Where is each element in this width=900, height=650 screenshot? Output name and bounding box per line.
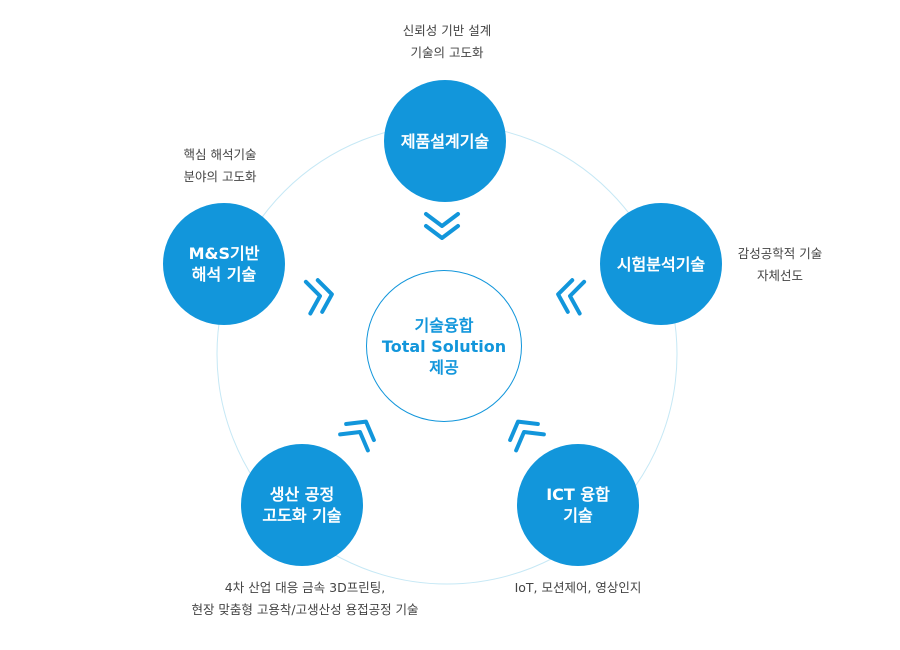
production-process-description: 4차 산업 대응 금속 3D프린팅, 현장 맞춤형 고용착/고생산성 용접공정 … — [150, 577, 460, 621]
node-label: 생산 공정 — [269, 485, 335, 504]
node-production-process: 생산 공정 고도화 기술 — [241, 444, 363, 566]
node-label: 시험분석기술 — [616, 254, 706, 274]
desc-line: 자체선도 — [756, 268, 803, 283]
node-label: 고도화 기술 — [262, 506, 342, 525]
desc-line: IoT, 모션제어, 영상인지 — [514, 580, 642, 595]
arrow-from-bottom-left-icon — [338, 419, 376, 453]
desc-line: 분야의 고도화 — [183, 169, 257, 184]
arrow-from-right-icon — [556, 278, 587, 316]
desc-line: 4차 산업 대응 금속 3D프린팅, — [224, 580, 386, 595]
ict-fusion-description: IoT, 모션제어, 영상인지 — [488, 577, 668, 599]
node-product-design: 제품설계기술 — [384, 80, 506, 202]
product-design-description: 신뢰성 기반 설계 기술의 고도화 — [347, 20, 547, 64]
arrow-from-bottom-right-icon — [508, 419, 546, 453]
desc-line: 기술의 고도화 — [410, 45, 484, 60]
center-line-3: 제공 — [429, 357, 459, 377]
node-label: 해석 기술 — [191, 265, 257, 284]
node-label: 기술 — [563, 506, 593, 525]
center-line-2: Total Solution — [381, 336, 507, 356]
center-line-1: 기술융합 — [414, 315, 474, 335]
desc-line: 현장 맞춤형 고용착/고생산성 용접공정 기술 — [191, 602, 419, 617]
node-label: M&S기반 — [188, 244, 260, 263]
node-ms-analysis: M&S기반 해석 기술 — [163, 203, 285, 325]
node-ict-fusion: ICT 융합 기술 — [517, 444, 639, 566]
desc-line: 감성공학적 기술 — [737, 246, 823, 261]
desc-line: 신뢰성 기반 설계 — [402, 23, 492, 38]
node-label: 제품설계기술 — [400, 131, 490, 151]
testing-analysis-description: 감성공학적 기술 자체선도 — [720, 243, 840, 287]
center-total-solution: 기술융합 Total Solution 제공 — [366, 270, 522, 422]
desc-line: 핵심 해석기술 — [183, 147, 257, 162]
arrow-from-left-icon — [303, 278, 334, 316]
ms-analysis-description: 핵심 해석기술 분야의 고도화 — [150, 144, 290, 188]
node-label: ICT 융합 — [546, 485, 610, 504]
node-testing-analysis: 시험분석기술 — [600, 203, 722, 325]
arrow-from-top-icon — [424, 212, 460, 240]
